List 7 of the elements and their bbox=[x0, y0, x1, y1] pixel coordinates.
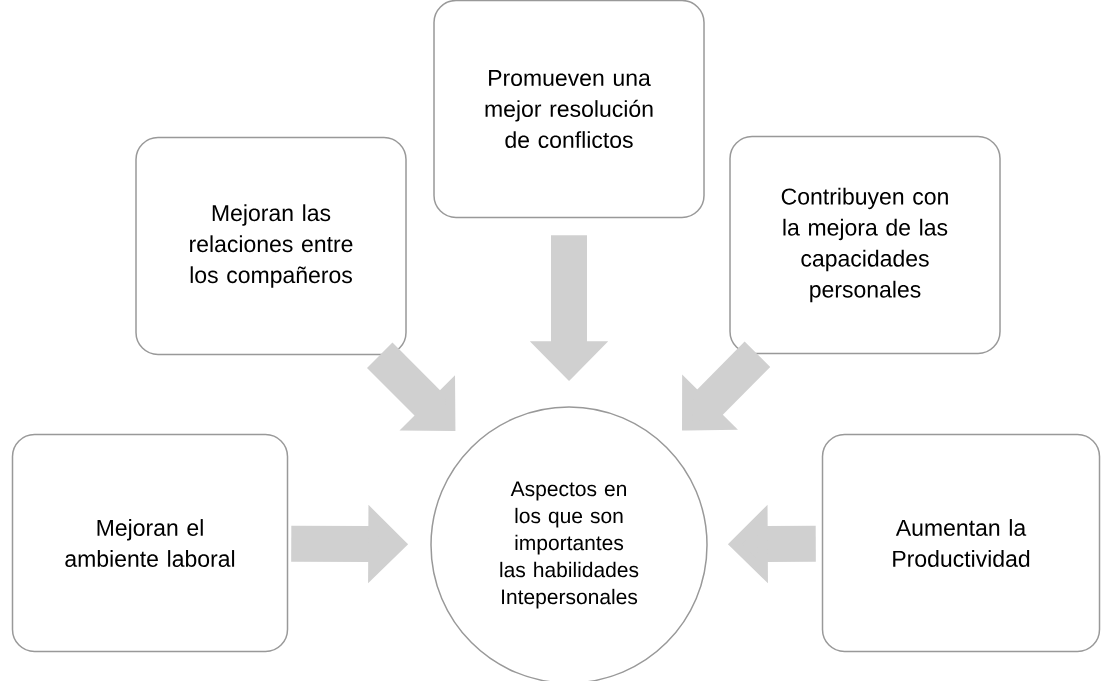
block-arrow bbox=[367, 342, 456, 432]
rounded-box: Aumentan la Productividad bbox=[821, 433, 1101, 653]
rounded-box: Contribuyen con la mejora de las capacidades personales bbox=[729, 135, 1001, 355]
block-arrow bbox=[682, 341, 771, 431]
rounded-box: Mejoran las relaciones entre los compañeros bbox=[135, 136, 407, 356]
rounded-box: Promueven una mejor resolución de conflictos bbox=[433, 0, 705, 219]
rounded-box: Mejoran el ambiente laboral bbox=[11, 433, 289, 653]
